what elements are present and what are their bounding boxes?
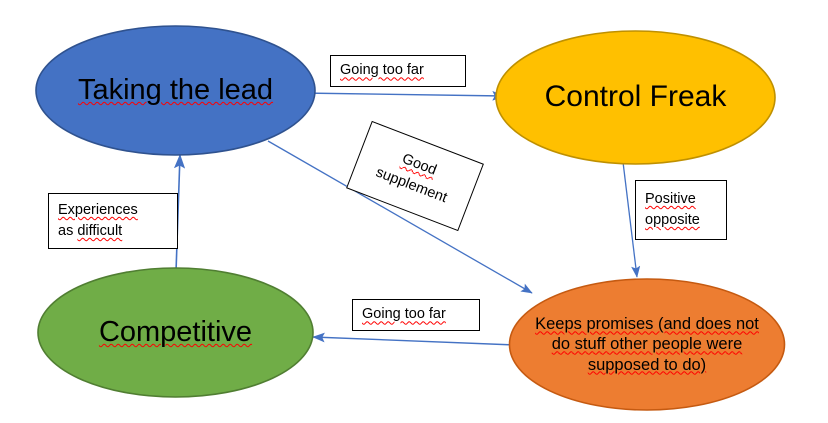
edge-competitive-to-lead	[173, 154, 186, 273]
ellipse-shape-green	[37, 267, 314, 398]
edge-control-to-promises	[622, 161, 641, 278]
node-label-line-3: supposed to do)	[587, 355, 707, 374]
node-label-control-freak: Control Freak	[544, 80, 727, 114]
ellipse-shape-amber	[495, 30, 776, 165]
edge-label-going-too-far-bottom[interactable]: Going too far	[352, 299, 480, 331]
edge-lead-to-promises	[267, 140, 533, 294]
node-control-freak[interactable]: Control Freak	[495, 30, 776, 165]
edge-promises-to-competitive	[312, 332, 516, 346]
node-taking-the-lead[interactable]: Taking the lead	[35, 25, 316, 156]
node-label-wrap: Keeps promises (and does not do stuff ot…	[508, 314, 786, 374]
edge-label-experiences-as-difficult[interactable]: Experiences as difficult	[48, 193, 178, 249]
edge-lead-to-control	[299, 90, 505, 101]
positive-opposite-line-2: opposite	[645, 212, 700, 228]
node-label-line-1: Keeps promises (and does not	[535, 315, 759, 334]
edge-label-text: Going too far	[331, 60, 465, 81]
node-competitive[interactable]: Competitive	[37, 267, 314, 398]
node-keeps-promises[interactable]: Keeps promises (and does not do stuff ot…	[508, 278, 786, 411]
node-label-line-2: do stuff other people were	[551, 335, 743, 354]
experiences-line-1: Experiences	[58, 201, 138, 218]
edge-label-text: Going too far	[353, 304, 479, 325]
going-too-far-bottom-text: Going too far	[362, 306, 446, 323]
node-label-wrap: Competitive	[37, 315, 314, 350]
edge-label-going-too-far-top[interactable]: Going too far	[330, 55, 466, 87]
ellipse-shape-blue	[35, 25, 316, 156]
going-too-far-top-text: Going too far	[340, 62, 424, 79]
node-label-competitive: Competitive	[98, 315, 253, 348]
node-label-wrap: Control Freak	[495, 79, 776, 116]
edge-label-positive-opposite[interactable]: Positive opposite	[635, 180, 727, 240]
edge-label-text: Experiences as difficult	[49, 200, 177, 242]
node-label-keeps-promises: Keeps promises (and does not do stuff ot…	[508, 314, 786, 374]
experiences-line-2: as difficult	[58, 223, 123, 239]
ellipse-shape-orange	[508, 278, 786, 411]
node-label-taking-the-lead: Taking the lead	[77, 73, 274, 106]
node-label-wrap: Taking the lead	[35, 73, 316, 108]
edge-label-text: Positive opposite	[636, 189, 726, 231]
positive-opposite-line-1: Positive	[645, 190, 696, 207]
